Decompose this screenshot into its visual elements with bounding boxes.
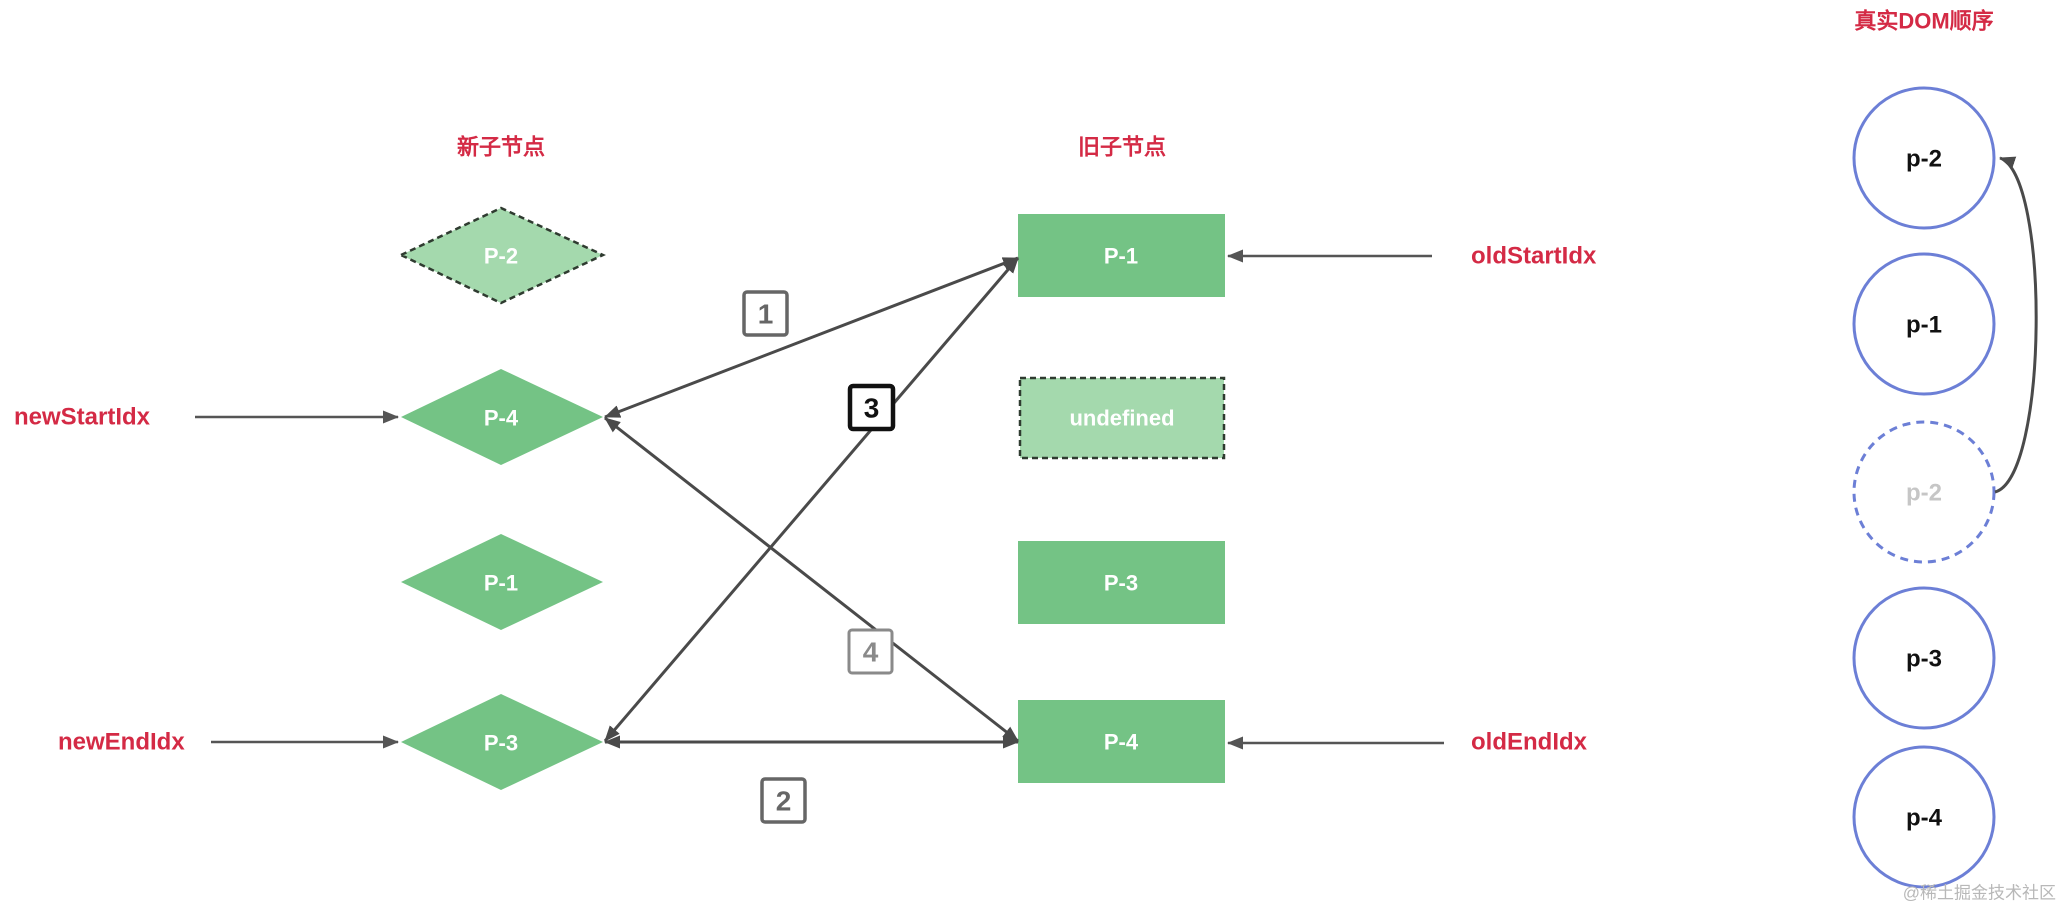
step-badge-frame (847, 628, 894, 675)
old-child-node-p1: P-1 (1018, 214, 1225, 297)
new-child-label: P-1 (484, 571, 518, 596)
diamond-shape (401, 694, 603, 790)
step-badge-3: 3 (847, 383, 896, 432)
rect-shape (1018, 214, 1225, 297)
heading-old-children: 旧子节点 (1078, 135, 1166, 160)
dom-circle-dashed (1852, 420, 1996, 564)
new-child-label: P-4 (484, 406, 519, 431)
new-child-label: P-2 (484, 244, 518, 269)
dom-node-4: p-3 (1852, 586, 1996, 730)
old-child-label: undefined (1069, 406, 1174, 431)
new-child-label: P-3 (484, 731, 518, 756)
new-child-node-p3: P-3 (401, 694, 603, 790)
heading-new-children: 新子节点 (457, 135, 545, 160)
dom-node-5: p-4 (1852, 745, 1996, 889)
diamond-shape (401, 369, 603, 465)
old-child-node-undefined: undefined (1018, 376, 1226, 460)
dom-label: p-3 (1906, 646, 1942, 673)
step-badge-number: 1 (758, 299, 774, 330)
diamond-shape (398, 206, 606, 305)
comparison-link-1 (604, 256, 1019, 419)
new-child-node-p2: P-2 (398, 206, 606, 305)
dom-circle (1852, 252, 1996, 396)
dom-label: p-4 (1906, 805, 1943, 832)
old-child-node-p4: P-4 (1018, 700, 1225, 783)
step-badge-1: 1 (742, 290, 789, 337)
old-child-node-p3: P-3 (1018, 541, 1225, 624)
rect-shape (1018, 700, 1225, 783)
step-badge-number: 3 (864, 393, 880, 424)
step-badge-4: 4 (847, 628, 894, 675)
diamond-shape (401, 534, 603, 630)
rect-shape (1018, 376, 1226, 460)
comparison-link-3 (603, 257, 1020, 742)
pointer-new-start-idx: newStartIdx (14, 404, 151, 431)
watermark: @稀土掘金技术社区 (1903, 884, 2056, 903)
dom-move-arrow (1994, 156, 2038, 494)
dom-circle (1852, 86, 1996, 230)
new-child-node-p1: P-1 (401, 534, 603, 630)
pointer-old-end-idx: oldEndIdx (1471, 729, 1588, 756)
heading-real-dom-order: 真实DOM顺序 (1854, 9, 1993, 34)
dom-node-1: p-2 (1852, 86, 1996, 230)
new-child-node-p4: P-4 (401, 369, 603, 465)
step-badge-number: 2 (776, 786, 792, 817)
old-child-label: P-1 (1104, 244, 1138, 269)
step-badge-frame (742, 290, 789, 337)
dom-label: p-2 (1906, 146, 1942, 173)
step-badge-frame (760, 777, 807, 824)
pointer-new-end-idx: newEndIdx (58, 729, 185, 756)
old-child-label: P-3 (1104, 571, 1138, 596)
dom-node-3-ghost: p-2 (1852, 420, 1996, 564)
rect-shape (1018, 541, 1225, 624)
step-badge-2: 2 (760, 777, 807, 824)
dom-circle (1852, 745, 1996, 889)
dom-circle (1852, 586, 1996, 730)
step-badge-number: 4 (863, 637, 879, 668)
dom-label: p-1 (1906, 312, 1942, 339)
comparison-link-4 (604, 416, 1019, 743)
dom-node-2: p-1 (1852, 252, 1996, 396)
dom-label-ghost: p-2 (1906, 480, 1942, 507)
step-badge-frame (847, 383, 896, 432)
old-child-label: P-4 (1104, 730, 1139, 755)
pointer-old-start-idx: oldStartIdx (1471, 243, 1597, 270)
